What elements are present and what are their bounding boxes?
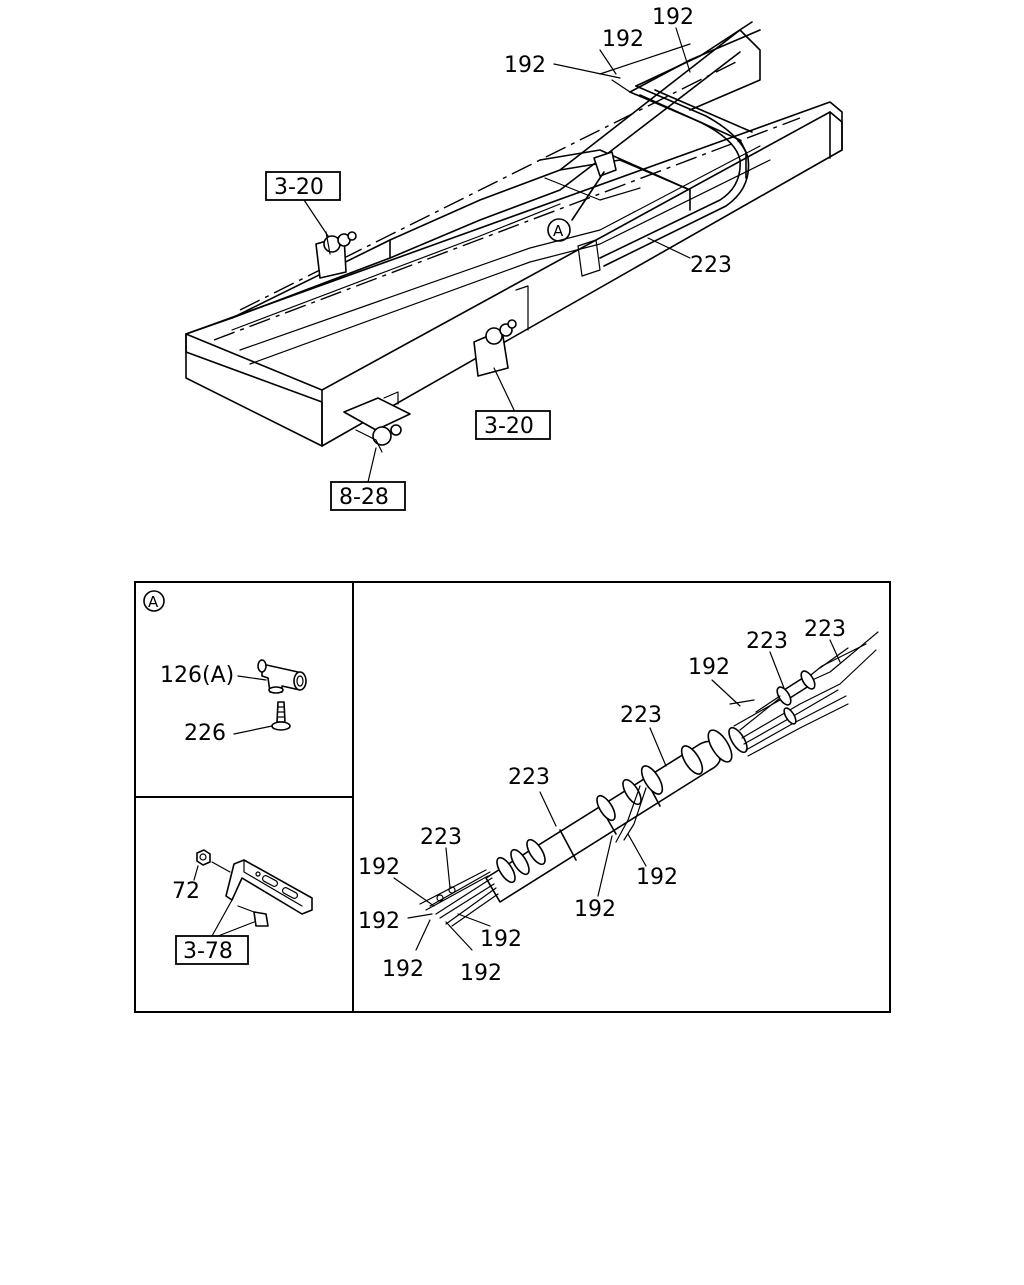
label-192-harness-a: 192 [358, 855, 400, 880]
ref-label-3-20-right: 3-20 [484, 414, 534, 439]
label-226: 226 [184, 721, 226, 746]
ref-label-3-20-left: 3-20 [274, 175, 324, 200]
label-192-harness-b: 192 [358, 909, 400, 934]
detail-a-callout-letter: A [553, 222, 564, 240]
label-126a: 126(A) [160, 663, 234, 688]
detail-panel: A 126(A) 226 [134, 581, 891, 1013]
right-bracket-assembly [473, 319, 517, 377]
label-192-harness-e: 192 [460, 961, 502, 986]
ref-box-3-78[interactable] [175, 935, 249, 965]
ref-label-3-78: 3-78 [183, 939, 233, 964]
ref-box-3-20-right[interactable] [475, 410, 551, 440]
detail-a-panel: A 126(A) 226 [143, 590, 307, 746]
left-bracket-assembly [315, 231, 357, 279]
label-72: 72 [172, 879, 200, 904]
ref-label-8-28: 8-28 [339, 485, 389, 510]
detail-a-callout-circle [547, 218, 571, 242]
ref-box-8-28[interactable] [330, 481, 406, 511]
chassis-frame-drawing: 192 192 192 223 A 3-20 3-20 8-28 [185, 5, 843, 511]
label-223-harness-right-upper: 223 [804, 617, 846, 642]
label-192-harness-d: 192 [382, 957, 424, 982]
label-192-harness-right: 192 [688, 655, 730, 680]
label-223-harness-mid: 223 [620, 703, 662, 728]
label-192-harness-f: 192 [574, 897, 616, 922]
label-192-top-mid: 192 [602, 27, 644, 52]
lower-bracket-assembly [343, 391, 411, 453]
detail-a-marker-circle [143, 590, 165, 612]
detail-a-marker-letter: A [148, 593, 159, 611]
label-223-harness-right: 223 [746, 629, 788, 654]
label-192-top-right: 192 [652, 5, 694, 30]
label-192-harness-c: 192 [480, 927, 522, 952]
ref-box-3-20-left[interactable] [265, 171, 341, 201]
label-223-harness-left: 223 [508, 765, 550, 790]
label-223-harness-end: 223 [420, 825, 462, 850]
wiring-harness-detail: 223 223 192 223 223 223 192 192 192 192 … [358, 617, 879, 986]
label-223-frame: 223 [690, 253, 732, 278]
label-192-top-left: 192 [504, 53, 546, 78]
label-192-harness-g: 192 [636, 865, 678, 890]
bracket-detail-panel: 72 3-78 [172, 849, 313, 965]
